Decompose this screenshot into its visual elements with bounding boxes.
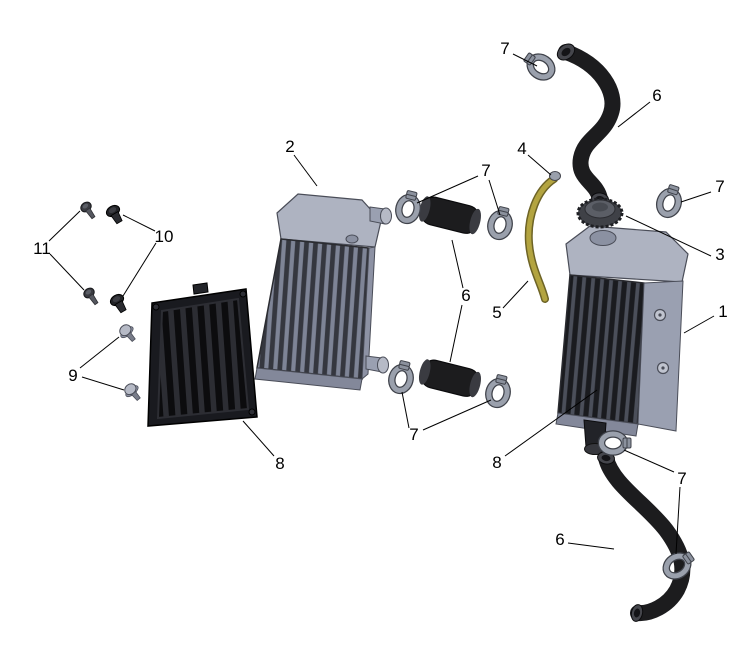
callout-label: 7 <box>715 177 724 196</box>
hose-end <box>469 371 481 398</box>
leader-line <box>680 191 712 203</box>
mounting-bolt <box>119 324 136 343</box>
side-screw-center <box>661 366 665 370</box>
leader-line <box>449 304 463 363</box>
overflow-hose <box>524 171 561 303</box>
leader-line <box>401 391 410 429</box>
leader-line <box>623 449 675 473</box>
guard-screw <box>80 201 96 220</box>
hose-end <box>418 196 431 222</box>
well-nut <box>105 204 123 225</box>
radiator-left-lower-stub-end <box>377 356 389 374</box>
callout-label: 5 <box>492 303 501 322</box>
filler-neck <box>589 230 617 246</box>
callout-label: 7 <box>500 39 509 58</box>
callout-labels: 7 6 7 4 3 1 5 2 7 6 7 10 11 9 8 8 7 6 <box>33 39 728 549</box>
leader-line <box>683 315 715 334</box>
hose-clamp <box>488 205 513 238</box>
radiator-left-boss <box>345 234 359 244</box>
guard-boss <box>239 290 247 298</box>
radiator-cap <box>576 197 624 229</box>
radiator-left-tank <box>276 193 382 248</box>
leader-line <box>422 399 492 431</box>
callout-label: 8 <box>275 454 284 473</box>
leader-line <box>625 215 712 257</box>
leader-line <box>48 210 81 242</box>
hose-end <box>469 208 481 235</box>
mounting-bolt <box>124 383 141 402</box>
guard-louvers <box>156 297 250 420</box>
callout-label: 6 <box>555 530 564 549</box>
leader-line <box>675 486 681 555</box>
leader-line <box>502 280 529 309</box>
hose-clamp <box>521 49 555 81</box>
crossover-hose-lower <box>418 359 481 398</box>
callout-label: 7 <box>677 469 686 488</box>
well-nut <box>109 293 127 314</box>
leader-line <box>504 389 598 457</box>
leader-line <box>81 376 125 391</box>
radiator-right-core <box>557 274 645 425</box>
leader-line <box>79 336 120 369</box>
guard-screw <box>83 287 99 306</box>
hose-clamp <box>657 183 683 217</box>
leader-line <box>416 175 479 204</box>
overflow-hose-fitting <box>549 171 561 181</box>
callout-label: 3 <box>715 245 724 264</box>
leader-line <box>293 154 318 187</box>
leader-line <box>49 253 85 291</box>
callout-label: 2 <box>285 137 294 156</box>
leader-line <box>451 239 464 289</box>
radiator-guard-left <box>147 282 258 427</box>
hose-clamp <box>389 359 414 392</box>
radiator-left-side <box>361 246 376 381</box>
hose-clamp <box>602 434 632 452</box>
callout-label: 6 <box>461 286 470 305</box>
guard-tab <box>192 282 209 295</box>
callout-label: 8 <box>492 453 501 472</box>
hose-opening <box>630 604 644 622</box>
callout-label: 10 <box>155 227 174 246</box>
lower-radiator-hose <box>597 450 691 622</box>
callout-label: 4 <box>517 139 526 158</box>
crossover-hose-upper <box>418 196 481 235</box>
leader-line <box>567 542 615 550</box>
callout-label: 11 <box>33 239 51 258</box>
leader-line <box>617 101 651 128</box>
leader-line <box>512 53 538 67</box>
hose-clamp <box>396 189 421 222</box>
upper-radiator-hose <box>556 43 621 207</box>
callout-label: 1 <box>718 302 727 321</box>
radiator-right-tank <box>565 225 689 283</box>
side-screw-center <box>658 313 662 317</box>
hose-clamp <box>486 373 511 406</box>
callout-label: 9 <box>68 366 77 385</box>
guard-boss <box>152 303 160 311</box>
guard-boss <box>248 408 256 416</box>
leader-line <box>527 154 552 176</box>
radiator-right-side <box>637 280 684 432</box>
leader-lines <box>48 53 715 555</box>
radiator-left-upper-stub-end <box>380 207 392 225</box>
leader-line <box>122 242 157 297</box>
callout-label: 6 <box>652 86 661 105</box>
hose-opening <box>556 43 576 61</box>
radiator-left-bottom <box>254 367 363 391</box>
leader-line <box>122 214 156 232</box>
leader-line <box>488 179 501 216</box>
radiator-right <box>555 225 689 455</box>
hose-end <box>418 359 431 385</box>
radiator-left-core <box>256 238 370 380</box>
leader-line <box>242 420 275 457</box>
callout-label: 7 <box>481 161 490 180</box>
radiator-left <box>254 193 392 391</box>
callout-label: 7 <box>409 425 418 444</box>
